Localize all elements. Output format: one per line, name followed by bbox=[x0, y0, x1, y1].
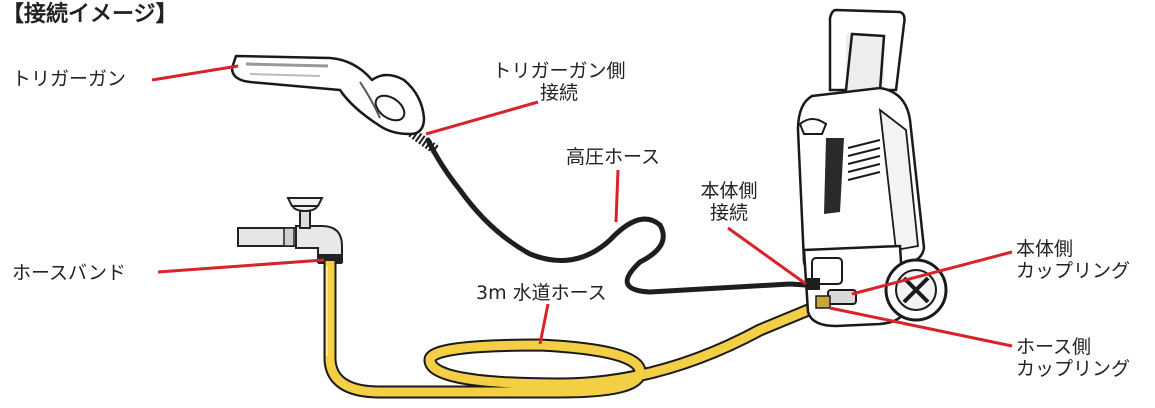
label-body-side-connection-line2: 接続 bbox=[709, 202, 748, 224]
hose-band-mark bbox=[322, 254, 340, 261]
diagram-title: 【接続イメージ】 bbox=[2, 2, 178, 27]
label-body-side-coupling-line1: 本体側 bbox=[1016, 238, 1074, 260]
label-water-hose: 3m 水道ホース bbox=[476, 282, 607, 304]
label-high-pressure-hose: 高圧ホース bbox=[566, 146, 661, 168]
label-hose-side-coupling: ホース側 カップリング bbox=[1016, 336, 1130, 380]
label-hose-side-coupling-line2: カップリング bbox=[1016, 358, 1131, 380]
label-body-side-connection-line1: 本体側 bbox=[700, 180, 758, 202]
label-body-side-coupling-line2: カップリング bbox=[1016, 260, 1131, 282]
label-hose-band: ホースバンド bbox=[12, 262, 127, 284]
pressure-washer-icon bbox=[796, 8, 948, 328]
label-trigger-gun-side-line1: トリガーガン側 bbox=[492, 60, 626, 82]
label-body-side-connection: 本体側 接続 bbox=[684, 180, 774, 224]
label-trigger-gun-side: トリガーガン側 接続 bbox=[484, 60, 634, 104]
label-trigger-gun-side-line2: 接続 bbox=[539, 82, 578, 104]
leader-lines bbox=[151, 64, 1013, 348]
label-trigger-gun: トリガーガン bbox=[12, 68, 127, 90]
water-hose bbox=[322, 254, 825, 399]
label-body-side-coupling: 本体側 カップリング bbox=[1016, 238, 1130, 282]
label-hose-side-coupling-line1: ホース側 bbox=[1016, 336, 1092, 358]
trigger-gun-icon bbox=[230, 54, 426, 136]
